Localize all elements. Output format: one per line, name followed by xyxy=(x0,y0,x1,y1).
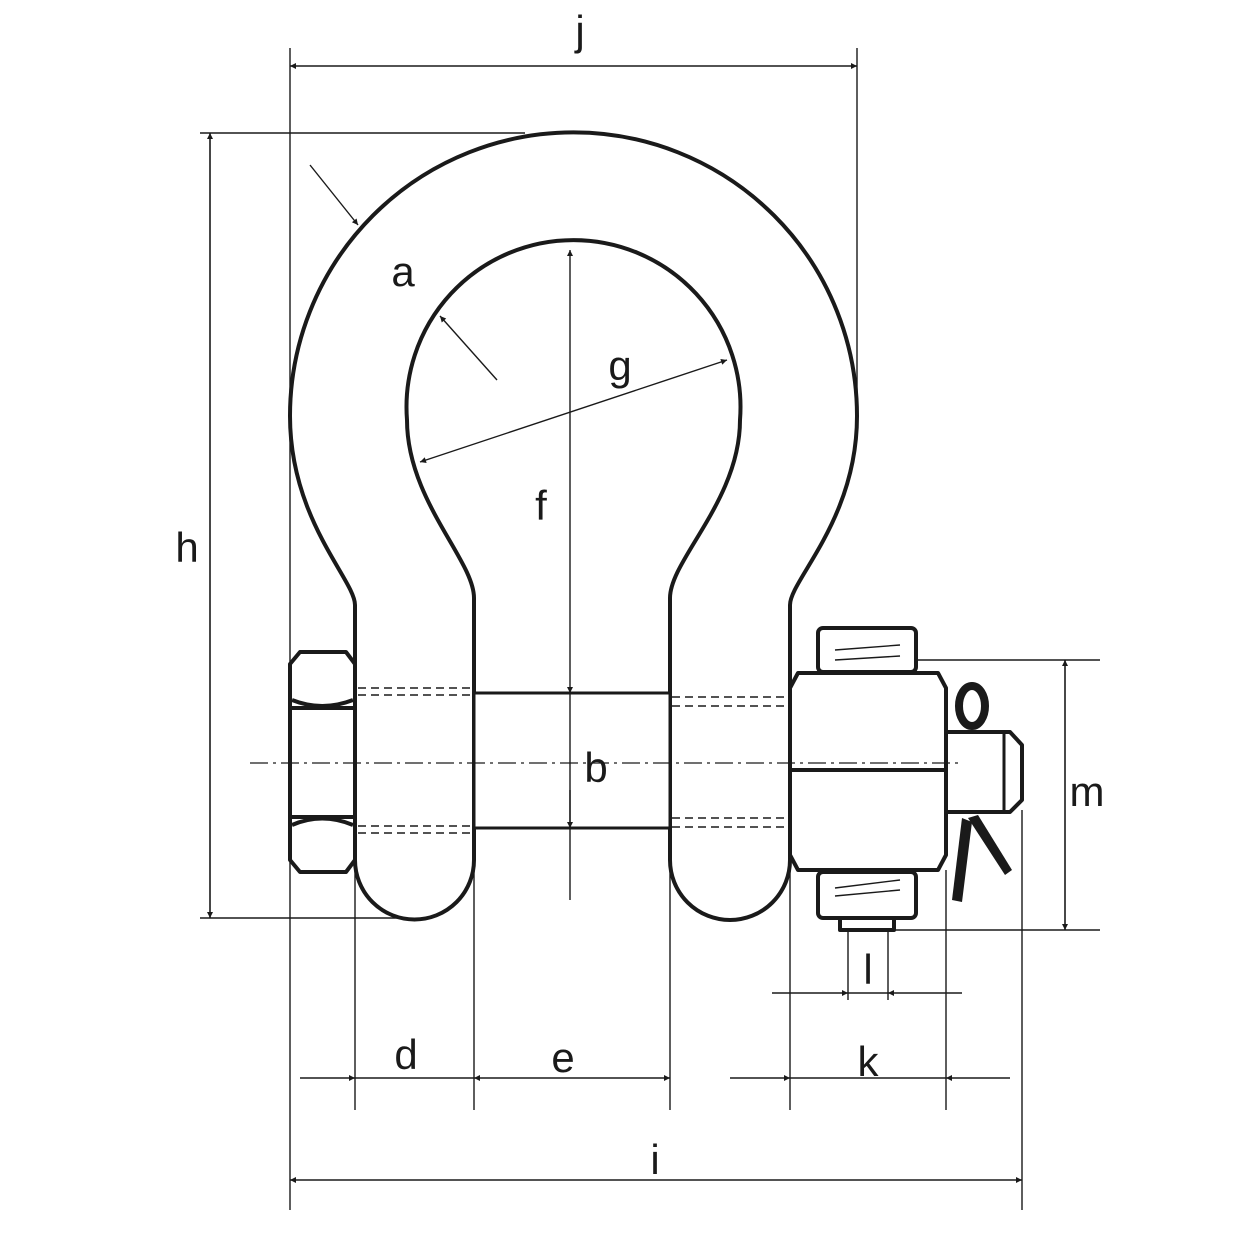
bolt-pin xyxy=(472,691,672,830)
label-d: d xyxy=(394,1031,417,1078)
label-i: i xyxy=(650,1136,659,1183)
bolt-head xyxy=(288,650,357,874)
extension-lines xyxy=(200,48,1100,1210)
label-a: a xyxy=(391,248,415,295)
label-l: l xyxy=(863,946,872,993)
label-b: b xyxy=(584,744,607,791)
label-m: m xyxy=(1070,768,1105,815)
label-g: g xyxy=(608,342,631,389)
label-k: k xyxy=(858,1038,880,1085)
nut-assembly xyxy=(788,626,948,932)
hidden-pin-lines xyxy=(358,687,788,834)
shackle-bow xyxy=(288,130,859,922)
label-j: j xyxy=(573,7,584,54)
label-f: f xyxy=(535,482,547,529)
dimension-lines xyxy=(207,63,1068,1183)
label-e: e xyxy=(551,1034,574,1081)
label-h: h xyxy=(175,524,198,571)
cotter-pin xyxy=(944,682,1024,902)
